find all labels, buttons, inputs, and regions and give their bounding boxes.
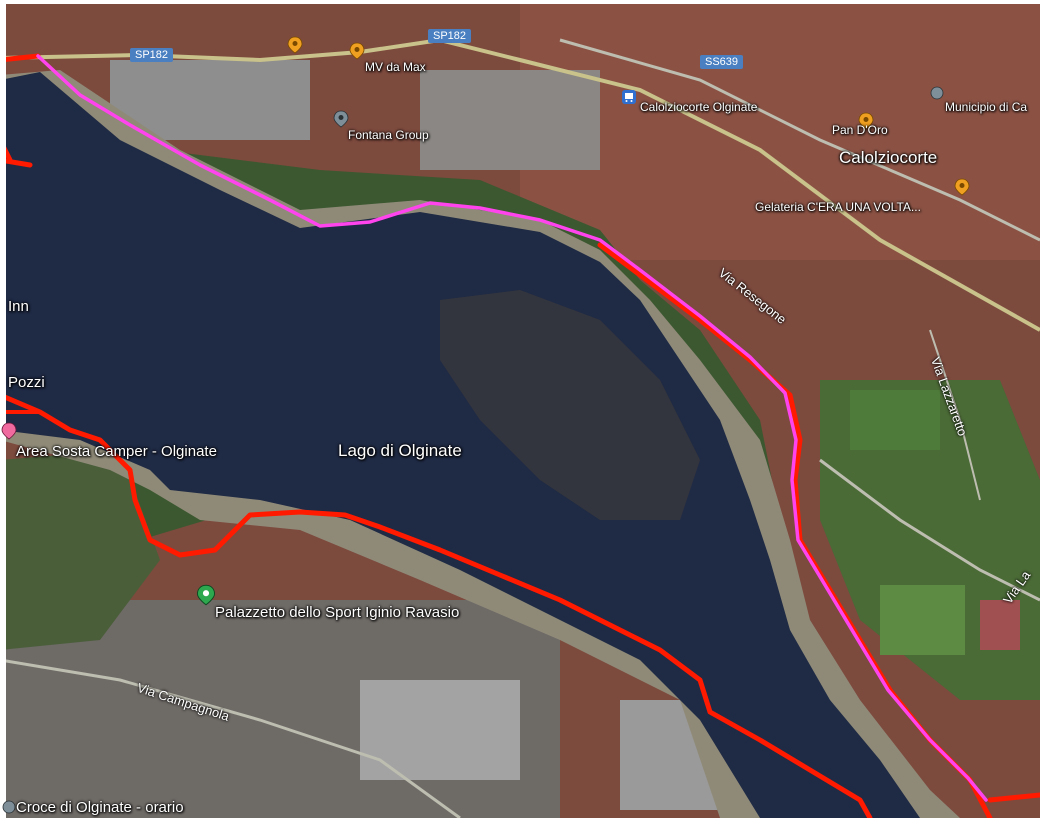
inn-label[interactable]: Inn: [8, 298, 29, 315]
croce-label[interactable]: Croce di Olginate - orario: [16, 799, 184, 816]
gelateria-label[interactable]: Gelateria C'ERA UNA VOLTA...: [755, 200, 921, 214]
gray-business-pin-icon[interactable]: [0, 798, 18, 816]
pozzi-label[interactable]: Pozzi: [8, 374, 45, 391]
orange-food-pin-icon[interactable]: [857, 112, 875, 130]
road-shield-sp182: SP182: [428, 29, 472, 43]
sports-field: [850, 390, 940, 450]
town-label: Calolziocorte: [839, 148, 938, 167]
vegetation: [0, 450, 160, 650]
gray-business-pin-icon[interactable]: [928, 84, 946, 102]
magenta-route[interactable]: [36, 54, 988, 802]
urban-area: [520, 0, 1040, 260]
orange-food-pin-icon[interactable]: [953, 178, 971, 196]
fontana-group-label[interactable]: Fontana Group: [348, 128, 429, 142]
railway: [559, 38, 1040, 242]
road: [929, 329, 981, 501]
gray-business-pin-icon[interactable]: [332, 110, 350, 128]
shallow-water: [440, 290, 700, 520]
pan-doro-label[interactable]: Pan D'Oro: [832, 123, 888, 137]
orange-food-pin-icon[interactable]: [286, 36, 304, 54]
lake-water: [0, 72, 920, 818]
green-sports-pin-icon[interactable]: [195, 584, 217, 606]
main-road: [0, 37, 1040, 332]
sports-field: [880, 585, 965, 655]
pink-camper-pin-icon[interactable]: [0, 422, 18, 440]
orange-food-pin-icon[interactable]: [348, 42, 366, 60]
road: [819, 458, 1040, 602]
mv-da-max-label[interactable]: MV da Max: [365, 60, 426, 74]
industrial-area: [360, 680, 520, 780]
station-label[interactable]: Calolziocorte Olginate: [640, 100, 758, 114]
municipio-label[interactable]: Municipio di Ca: [945, 100, 1028, 114]
lake-label: Lago di Olginate: [338, 441, 462, 460]
sports-hall-label[interactable]: Palazzetto dello Sport Iginio Ravasio: [215, 604, 460, 621]
blue-train-icon[interactable]: [620, 88, 638, 106]
road-shield-sp182: SP182: [130, 48, 174, 62]
tennis-court: [980, 600, 1020, 650]
road-shield-ss639: SS639: [700, 55, 744, 69]
top-border: [0, 0, 1040, 4]
industrial-area: [420, 70, 600, 170]
camper-area-label[interactable]: Area Sosta Camper - Olginate: [16, 443, 217, 460]
road: [0, 658, 461, 818]
left-border: [0, 0, 6, 818]
